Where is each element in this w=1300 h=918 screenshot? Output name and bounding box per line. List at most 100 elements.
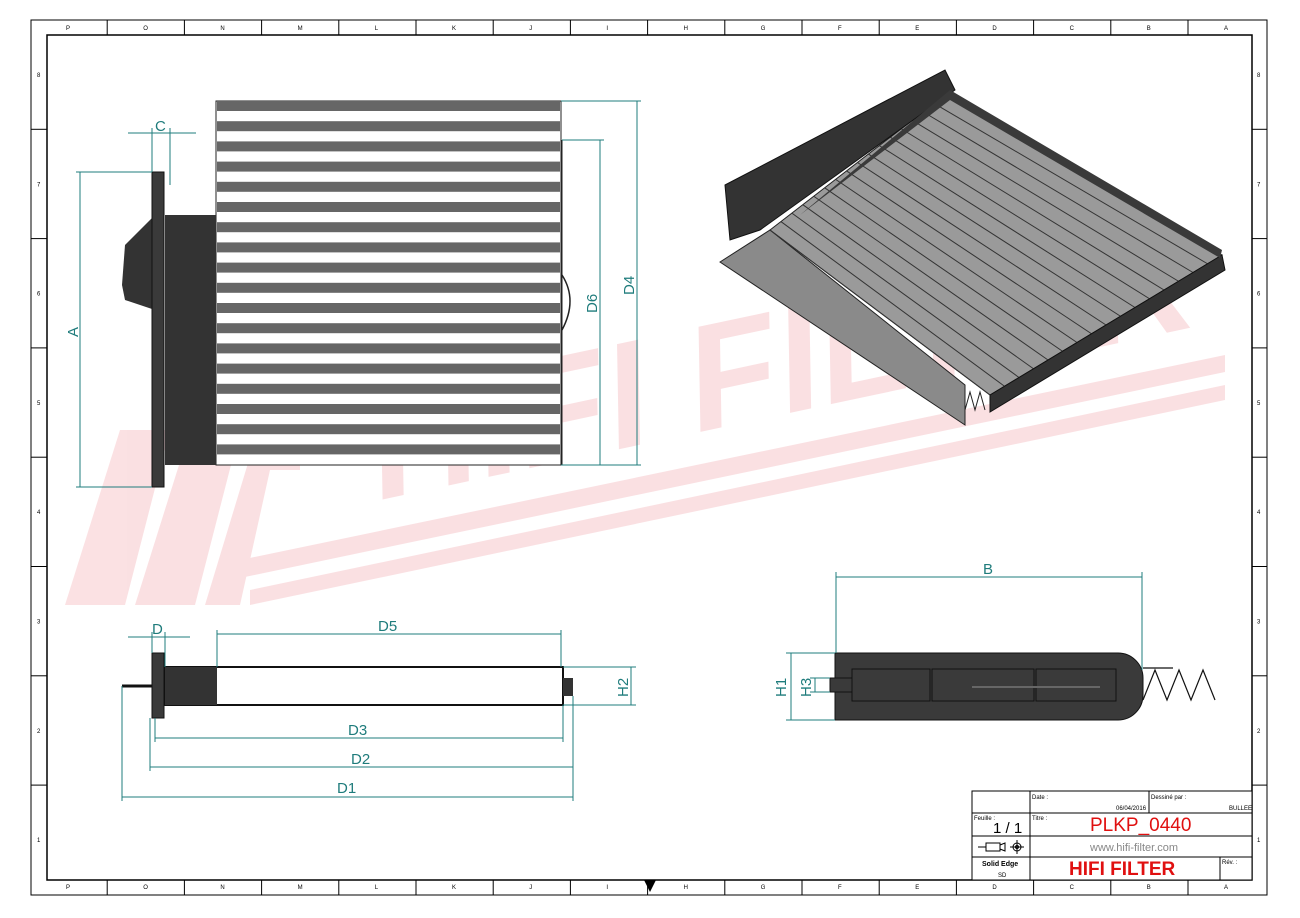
dim-d4-label: D4: [621, 276, 638, 295]
grid-column-label: G: [761, 885, 766, 891]
grid-row-label-left: 8: [37, 73, 41, 79]
title-block: Date : 06/04/2016 Dessiné par : BULLEE F…: [971, 790, 1253, 881]
grid-row-label: 7: [1257, 182, 1261, 188]
grid-column-label-top: M: [298, 26, 303, 32]
pleat-stripe: [217, 181, 560, 192]
pleat-stripe: [217, 424, 560, 435]
pleat-fold-line: [813, 195, 1049, 361]
grid-column-label-top: F: [838, 26, 842, 32]
software-label: Solid Edge: [982, 861, 1018, 868]
end-view: [829, 652, 1216, 721]
dim-d2-label: D2: [351, 751, 370, 768]
grid-row-label-left: 5: [37, 401, 41, 407]
grid-column-label-top: G: [761, 26, 766, 32]
pleat-stripe: [217, 262, 560, 273]
grid-column-label-top: J: [529, 26, 532, 32]
dim-a-label: A: [65, 327, 82, 337]
grid-row-label-left: 6: [37, 292, 41, 298]
pleat-stripe: [217, 202, 560, 212]
dim-d-label: D: [152, 621, 163, 638]
grid-column-label-top: H: [684, 26, 688, 32]
end-view-dimensions: B H1 H3: [773, 561, 1143, 721]
pleat-stripe: [217, 282, 560, 293]
date-value: 06/04/2016: [1116, 806, 1147, 812]
center-mark-icon: [644, 880, 656, 892]
grid-column-label: E: [915, 885, 919, 891]
grid-column-label: L: [375, 885, 379, 891]
dim-h1-label: H1: [773, 678, 790, 697]
grid-column-label-top: K: [452, 26, 456, 32]
company-name: HIFI FILTER: [1069, 859, 1176, 880]
revision-label: Rév. :: [1222, 860, 1238, 866]
grid-column-label: C: [1070, 885, 1075, 891]
pleat-fold-line: [835, 178, 1078, 343]
sheet-value: 1 / 1: [993, 820, 1022, 837]
drawn-by-value: BULLEE: [1229, 806, 1252, 812]
grid-column-label: K: [452, 885, 456, 891]
grid-row-label: 3: [1257, 620, 1261, 626]
pleat-stripe: [217, 222, 560, 233]
pleat-stripe: [217, 343, 560, 354]
top-view-dimensions: A C D4 D6: [65, 100, 641, 488]
grid-row-label: 2: [1257, 729, 1261, 735]
grid-column-label-top: N: [220, 26, 224, 32]
grid-row-label-left: 1: [37, 838, 41, 844]
dim-c-label: C: [155, 118, 166, 135]
title-value: PLKP_0440: [1090, 815, 1191, 836]
grid-column-label-top: B: [1147, 26, 1151, 32]
dim-d1-label: D1: [337, 780, 356, 797]
pleat-fold-line: [824, 187, 1063, 352]
pleat-stripe: [217, 363, 560, 374]
pleat-fold-line: [769, 229, 991, 396]
website-text: www.hifi-filter.com: [1089, 842, 1178, 854]
grid-column-label-top: E: [915, 26, 919, 32]
top-view: [122, 100, 571, 488]
pleat-fold-line: [802, 204, 1034, 370]
side-view: [122, 652, 573, 719]
isometric-view: [719, 69, 1226, 426]
grid-reference-marks: PPOONNMMLLKKJJIIHHGGFFEEDDCCBBAA88776655…: [31, 20, 1267, 895]
pleat-stripe: [217, 383, 560, 394]
pleat-fold-line: [868, 153, 1121, 317]
grid-column-label: M: [298, 885, 303, 891]
sheet-label: Feuille :: [974, 816, 995, 822]
grid-column-label: F: [838, 885, 842, 891]
date-label: Date :: [1032, 795, 1048, 801]
grid-column-label-top: C: [1070, 26, 1075, 32]
grid-column-label-top: L: [375, 26, 379, 32]
grid-column-label-top: A: [1224, 26, 1228, 32]
pleat-fold-line: [879, 145, 1136, 308]
grid-column-label: J: [529, 885, 532, 891]
pleat-stripe: [217, 141, 560, 152]
title-label: Titre :: [1032, 816, 1047, 822]
grid-column-label: N: [220, 885, 224, 891]
dim-d3-label: D3: [348, 722, 367, 739]
side-view-dimensions: D D5 D3 D2 D1 H2: [121, 618, 636, 801]
pleat-fold-line: [857, 162, 1107, 326]
grid-column-label-top: I: [606, 26, 608, 32]
pleat-stripe: [217, 242, 560, 253]
grid-row-label: 8: [1257, 73, 1261, 79]
dim-b-label: B: [983, 561, 993, 578]
grid-column-label-top: D: [992, 26, 997, 32]
grid-row-label: 5: [1257, 401, 1261, 407]
dim-h3-label: H3: [798, 678, 815, 697]
dim-h2-label: H2: [615, 678, 632, 697]
grid-row-label: 1: [1257, 838, 1261, 844]
grid-column-label: A: [1224, 885, 1228, 891]
grid-column-label-top: O: [143, 26, 148, 32]
pleat-stripe: [217, 303, 560, 313]
drawn-by-label: Dessiné par :: [1151, 795, 1187, 801]
pleat-fold-line: [780, 221, 1005, 387]
grid-row-label-left: 7: [37, 182, 41, 188]
pleat-fold-line: [791, 212, 1020, 378]
pleat-stripe: [217, 404, 560, 414]
grid-row-label: 4: [1257, 510, 1261, 516]
grid-column-label: I: [606, 885, 608, 891]
grid-column-label: B: [1147, 885, 1151, 891]
grid-column-label: H: [684, 885, 688, 891]
pleat-stripe: [217, 323, 560, 334]
dim-d5-label: D5: [378, 618, 397, 635]
dim-d6-label: D6: [584, 294, 601, 313]
